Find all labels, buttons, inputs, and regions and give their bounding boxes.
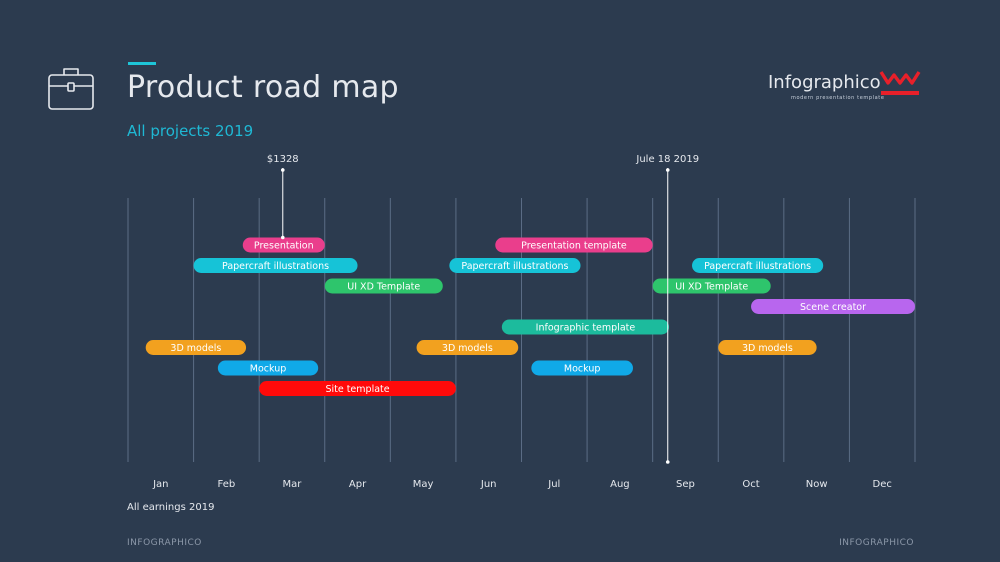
- month-label: Apr: [349, 479, 367, 490]
- task-bar: [718, 340, 817, 355]
- task-label: 3D models: [742, 343, 793, 354]
- page-subtitle: All projects 2019: [127, 122, 254, 140]
- task-bar: [751, 299, 915, 314]
- briefcase-icon: [48, 68, 94, 110]
- marker-dot: [665, 168, 670, 172]
- month-label: Mar: [283, 479, 303, 490]
- month-label: Sep: [676, 479, 695, 490]
- brand-tagline: modern presentation template: [791, 95, 885, 101]
- month-label: Dec: [873, 479, 892, 490]
- task-label: 3D models: [442, 343, 493, 354]
- task-label: Presentation template: [521, 241, 627, 252]
- page-title: Product road map: [127, 70, 399, 105]
- task-label: Infographic template: [536, 323, 636, 334]
- task-bar: [193, 258, 358, 273]
- task-label: Scene creator: [800, 302, 866, 313]
- task-label: Mockup: [564, 364, 601, 375]
- task-bar: [416, 340, 519, 355]
- marker-dot: [665, 460, 670, 464]
- month-label: Feb: [218, 479, 236, 490]
- task-bar: [145, 340, 247, 355]
- task-label: Presentation: [254, 241, 314, 252]
- task-bar: [242, 237, 325, 253]
- task-bar: [324, 278, 443, 294]
- month-label: Oct: [742, 479, 759, 490]
- brand-name: Infographico: [768, 72, 881, 93]
- month-label: Jun: [480, 479, 497, 490]
- task-bar: [495, 237, 653, 253]
- task-bar: [531, 360, 633, 376]
- task-label: Papercraft illustrations: [461, 261, 568, 272]
- task-bar: [692, 258, 824, 273]
- task-label: Mockup: [250, 364, 287, 375]
- month-label: Jul: [547, 479, 560, 490]
- task-label: Papercraft illustrations: [222, 261, 329, 272]
- month-label: Aug: [610, 479, 630, 490]
- task-label: 3D models: [170, 343, 221, 354]
- infographico-logo-icon: [879, 71, 921, 95]
- month-label: Jan: [152, 479, 168, 490]
- earnings-label: All earnings 2019: [127, 502, 215, 513]
- task-bar: [652, 278, 771, 294]
- task-label: Site template: [325, 384, 389, 395]
- task-bar: [501, 319, 670, 335]
- marker-dot: [280, 235, 285, 240]
- task-bar: [217, 360, 319, 376]
- task-label: UI XD Template: [347, 282, 420, 293]
- footer-brand-left: INFOGRAPHICO: [127, 538, 202, 548]
- task-bar: [259, 381, 456, 396]
- month-label: Now: [806, 479, 828, 490]
- title-accent-bar: [128, 62, 156, 65]
- marker-dot: [280, 168, 285, 172]
- footer-brand-right: INFOGRAPHICO: [839, 538, 914, 548]
- task-label: Papercraft illustrations: [704, 261, 811, 272]
- marker-label: Jule 18 2019: [635, 154, 699, 165]
- task-label: UI XD Template: [675, 282, 748, 293]
- marker-label: $1328: [267, 154, 299, 165]
- month-label: May: [413, 479, 434, 490]
- task-bar: [449, 258, 581, 273]
